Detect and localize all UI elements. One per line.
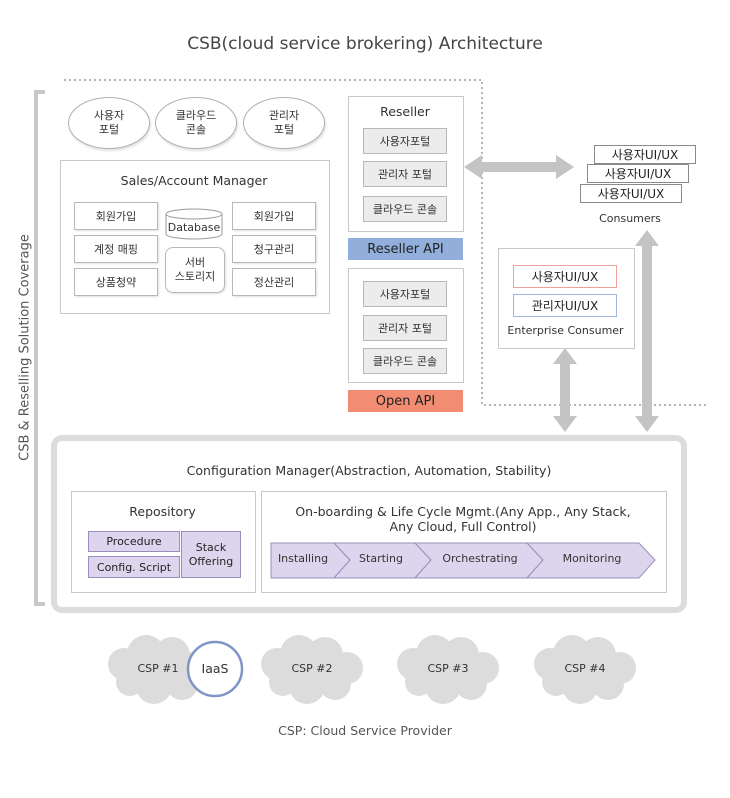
consumer-ux-3: 사용자UI/UX: [580, 184, 682, 203]
sales-account-title: Sales/Account Manager: [120, 173, 268, 188]
server-storage: 서버 스토리지: [165, 247, 225, 293]
signup-left: 회원가입: [74, 202, 158, 230]
stage-monitoring-shape: [525, 542, 656, 579]
footer-note: CSP: Cloud Service Provider: [278, 723, 452, 738]
csp3-label: CSP #3: [427, 662, 469, 675]
stage-orchestrating: Orchestrating: [442, 552, 518, 565]
config-manager-frame: [51, 435, 687, 613]
consumer-ux-2: 사용자UI/UX: [587, 164, 689, 183]
diagram-title: CSB(cloud service brokering) Architectur…: [187, 34, 543, 54]
consumers-config-arrow: [635, 230, 659, 432]
csp4-label: CSP #4: [564, 662, 606, 675]
open-cloud-console: 클라우드 콘솔: [363, 348, 447, 374]
billing-management: 청구관리: [232, 235, 316, 263]
coverage-dotted-line: [64, 79, 708, 406]
procedure-box: Procedure: [88, 531, 180, 552]
stage-installing: Installing: [277, 552, 329, 565]
enterprise-user-ux: 사용자UI/UX: [513, 265, 617, 288]
config-script-box: Config. Script: [88, 556, 180, 578]
settlement-management: 정산관리: [232, 268, 316, 296]
csp2-label: CSP #2: [291, 662, 333, 675]
repository-title: Repository: [129, 504, 196, 519]
consumer-ux-1: 사용자UI/UX: [594, 145, 696, 164]
reseller-cloud-console: 클라우드 콘솔: [363, 196, 447, 222]
reseller-consumer-arrow: [464, 155, 574, 179]
iaas-circle: [186, 640, 244, 698]
reseller-user-portal: 사용자포털: [363, 128, 447, 154]
reseller-admin-portal: 관리자 포털: [363, 161, 447, 187]
onboarding-title: On-boarding & Life Cycle Mgmt.(Any App.,…: [295, 504, 631, 534]
config-manager-title: Configuration Manager(Abstraction, Autom…: [186, 463, 552, 478]
coverage-bracket: [34, 90, 45, 606]
csp1-label: CSP #1: [137, 662, 179, 675]
stack-offering-box: Stack Offering: [181, 531, 241, 578]
signup-right: 회원가입: [232, 202, 316, 230]
reseller-title: Reseller: [380, 104, 430, 119]
cloud-console-oval: 클라우드 콘솔: [155, 97, 237, 149]
iaas-label: IaaS: [201, 661, 229, 676]
database-cylinder: Database: [165, 208, 223, 240]
admin-portal-oval: 관리자 포털: [243, 97, 325, 149]
reseller-api-bar: Reseller API: [348, 238, 463, 260]
open-user-portal: 사용자포털: [363, 281, 447, 307]
stage-monitoring: Monitoring: [562, 552, 622, 565]
stage-starting: Starting: [359, 552, 403, 565]
enterprise-consumer-label: Enterprise Consumer: [507, 324, 624, 337]
consumers-label: Consumers: [599, 212, 661, 225]
account-mapping: 계정 매핑: [74, 235, 158, 263]
enterprise-config-arrow: [553, 348, 577, 432]
open-admin-portal: 관리자 포털: [363, 315, 447, 341]
product-subscription: 상품청약: [74, 268, 158, 296]
open-api-bar: Open API: [348, 390, 463, 412]
database-label: Database: [167, 220, 221, 234]
enterprise-admin-ux: 관리자UI/UX: [513, 294, 617, 317]
user-portal-oval: 사용자 포털: [68, 97, 150, 149]
